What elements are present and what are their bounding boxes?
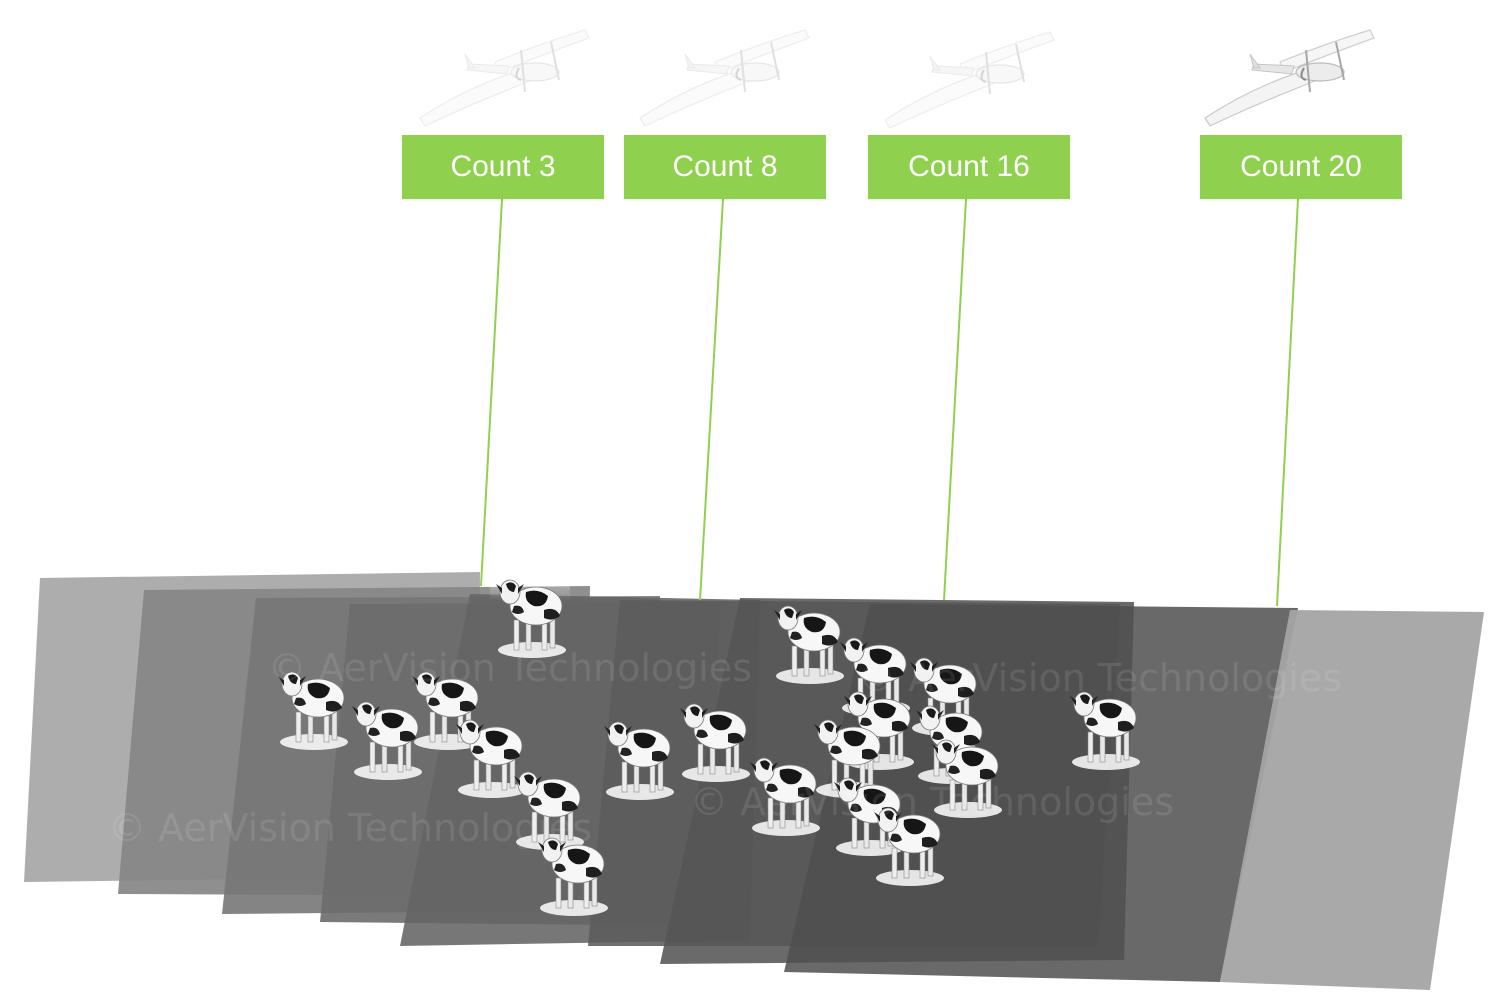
- count-label-2: Count 8: [624, 135, 826, 199]
- drone-icon: [419, 29, 590, 127]
- count-label-4: Count 20: [1200, 135, 1402, 199]
- count-label-1: Count 3: [402, 135, 604, 199]
- image-frame-stack: [24, 560, 1484, 990]
- drone-icon: [639, 29, 810, 127]
- connector-line-1: [480, 198, 503, 587]
- connector-line-3: [943, 198, 967, 601]
- drone-icon: [1204, 29, 1375, 127]
- image-frame-9: [1220, 610, 1484, 990]
- drone-icon: [884, 31, 1055, 129]
- connector-lines: [480, 198, 1299, 607]
- connector-line-4: [1276, 198, 1299, 607]
- connector-line-2: [699, 198, 724, 601]
- image-frame-8: [784, 604, 1298, 982]
- count-label-3: Count 16: [868, 135, 1070, 199]
- drones: [419, 29, 1375, 129]
